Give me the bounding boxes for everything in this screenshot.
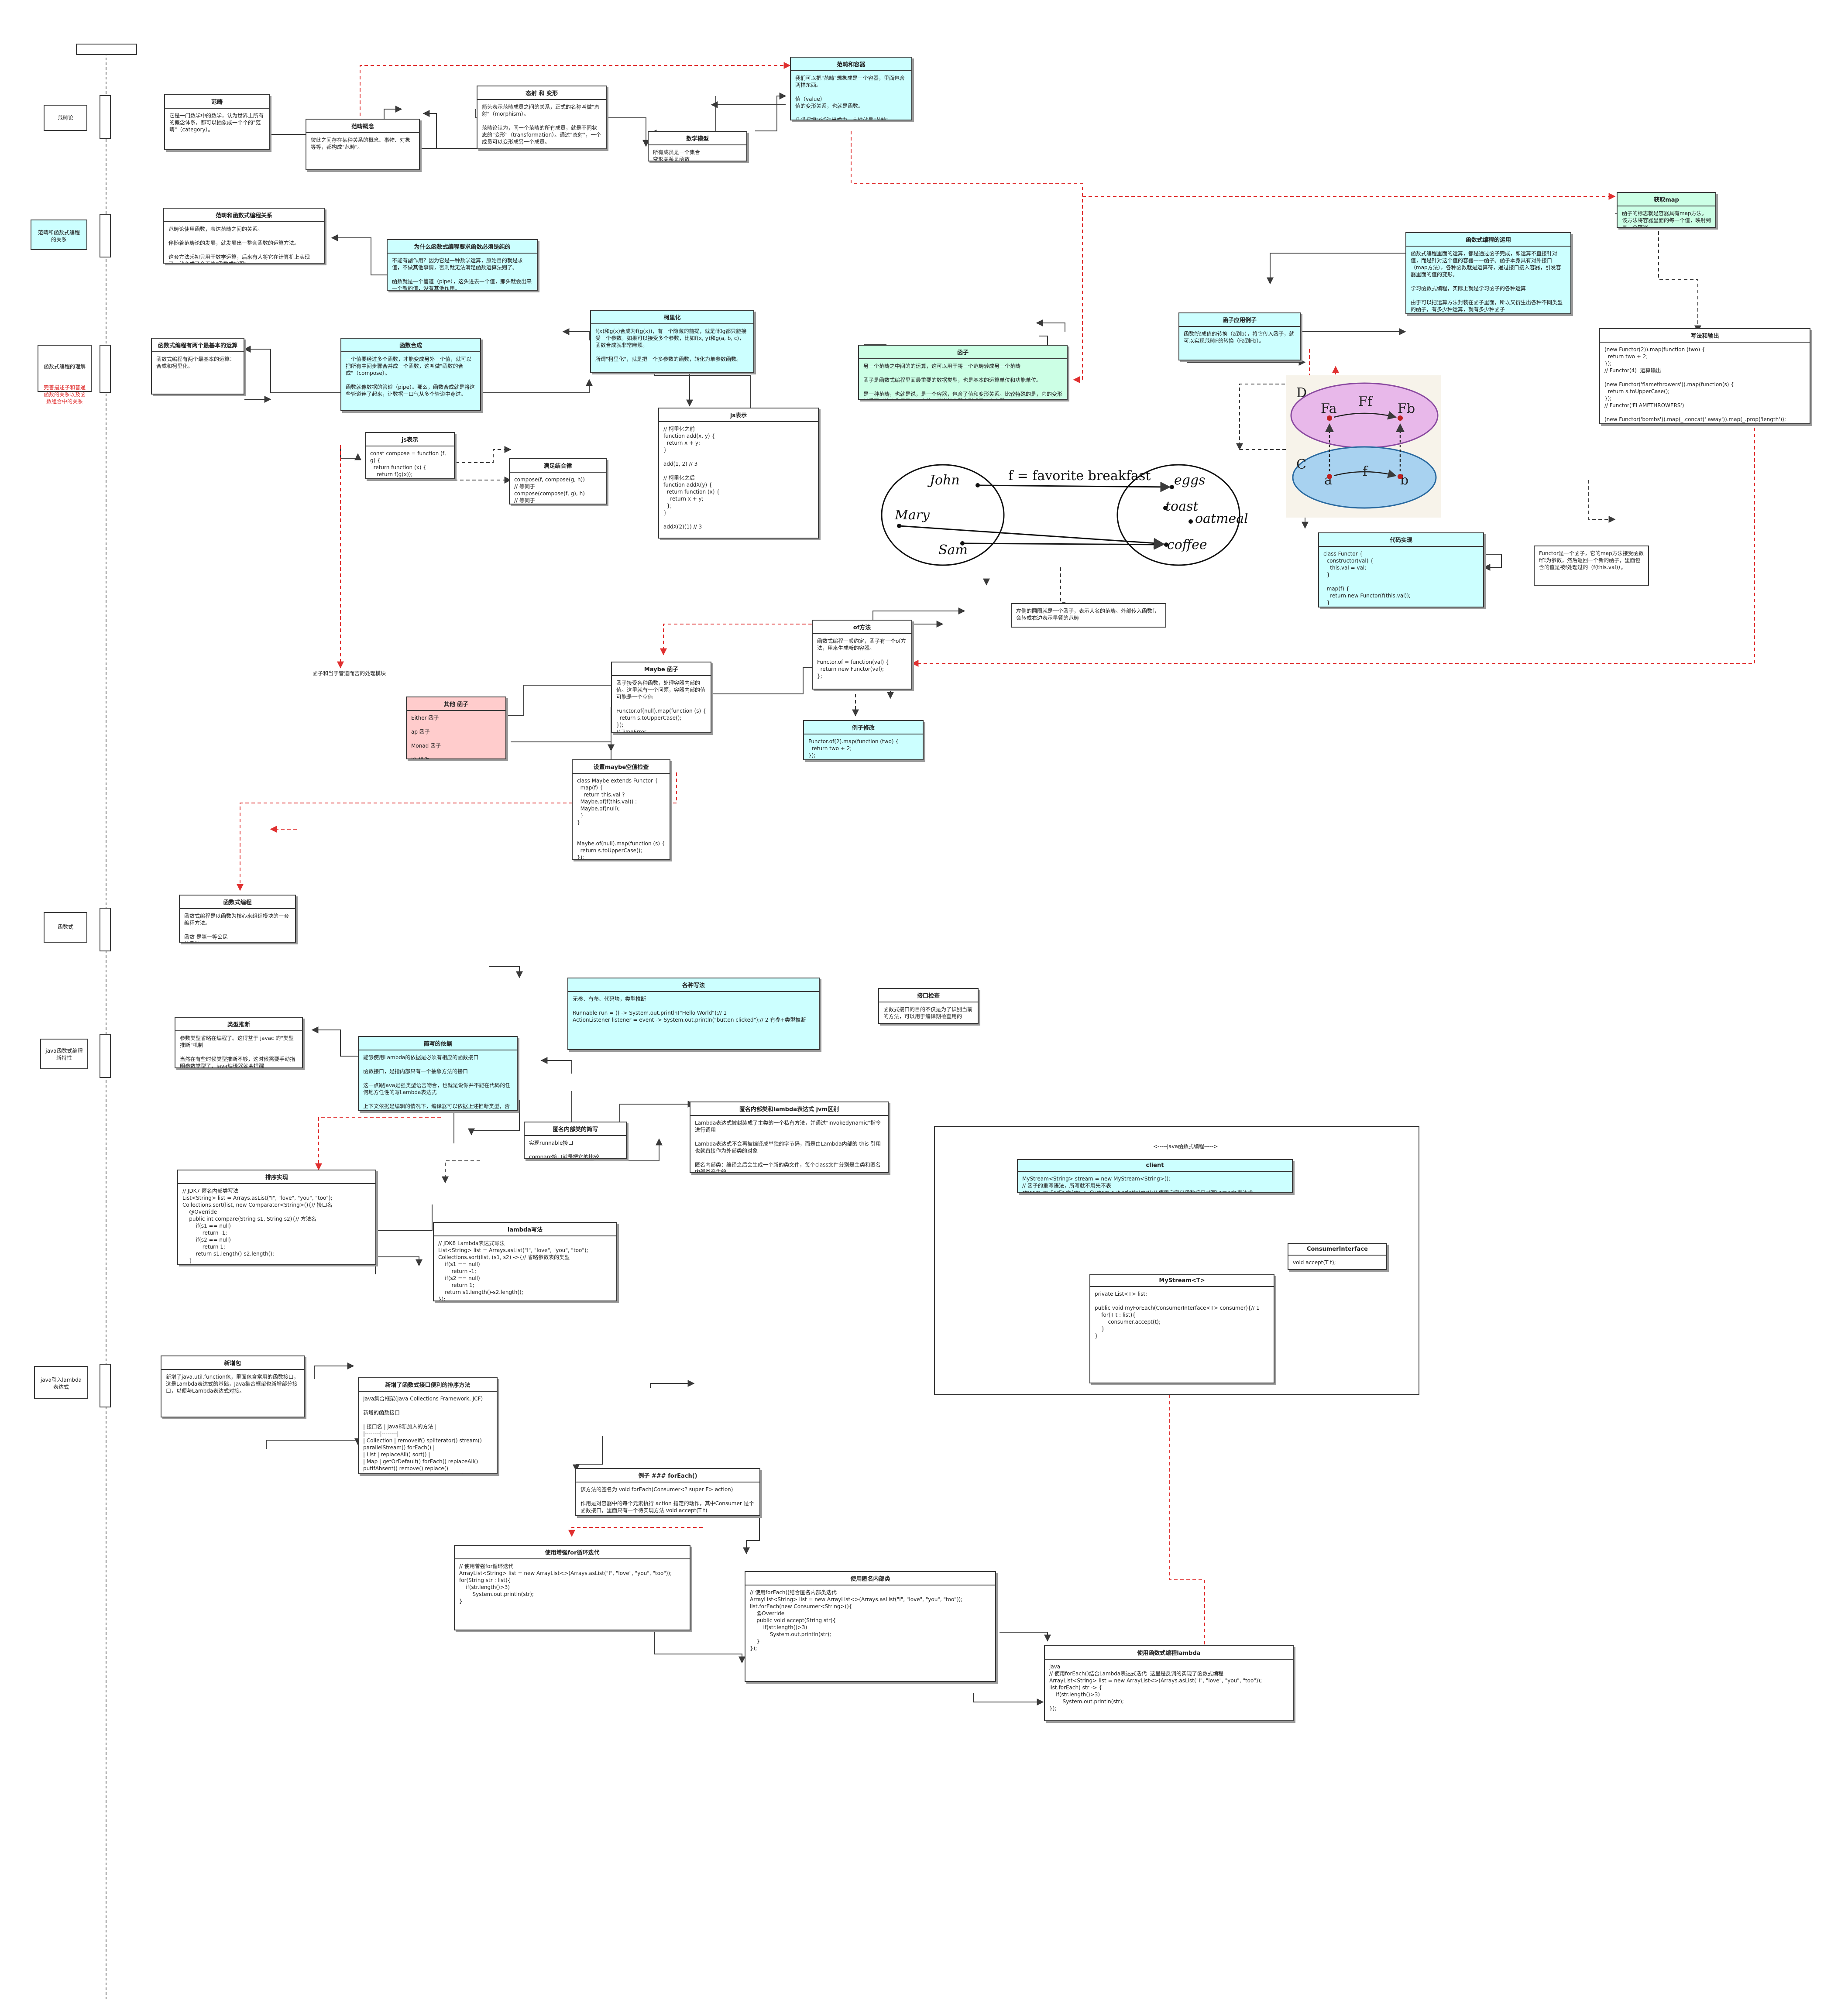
note-functor: Functor是一个函子，它的map方法接受函数f作为参数，然后返回一个新的函子… (1534, 546, 1649, 586)
box-why-pure[interactable]: 为什么函数式编程要求函数必须是纯的 不能有副作用？因为它是一种数学运算，原始目的… (387, 239, 538, 291)
header-box (76, 44, 137, 55)
box-hanshu-hecheng[interactable]: 函数合成 一个值要经过多个函数，才能变成另外一个值，就可以把所有中间步骤合并成一… (340, 338, 481, 411)
box-fanchou-fp-relation[interactable]: 范畴和函数式编程关系 范畴论使用函数，表达范畴之间的关系。 伴随着范畴论的发展，… (163, 208, 325, 264)
box-maybe[interactable]: Maybe 函子 函子接受各种函数，处理容器内部的值。这里就有一个问题，容器内部… (611, 662, 711, 733)
box-simple-fn[interactable]: 简写的依据 能够使用Lambda的依据是必须有相应的函数接口 函数接口，是指内部… (358, 1036, 518, 1111)
food-eggs: eggs (1174, 473, 1206, 488)
food-toast: toast (1165, 499, 1199, 514)
section-fp-understanding: 函数式编程的理解 完善描述子和普通函数的关系以及函数组合中的关系 (38, 345, 92, 405)
box-fanchou-rongqi[interactable]: 范畴和容器 我们可以把"范畴"想象成是一个容器，里面包含两样东西。 值（valu… (790, 57, 912, 120)
lifeline-marker-5 (100, 1034, 111, 1078)
box-jiehe-law[interactable]: 满足结合律 compose(f, compose(g, h)) // 等同于 c… (509, 458, 607, 504)
box-hanzi-eg[interactable]: 函子应用例子 函数f完成值的转换（a到b），将它传入函子，就可以实现范畴F的转换… (1178, 312, 1301, 360)
box-lambda-iter[interactable]: 使用函数式编程lambda java // 使用forEach()结合Lambd… (1044, 1645, 1294, 1721)
box-of-method[interactable]: of方法 函数式编程一般约定，函子有一个of方法，用来生成新的容器。 Funct… (812, 620, 912, 690)
box-other-hanzi[interactable]: 其他 函子 Either 函子 ap 函子 Monad 函子 IO 操作 (406, 697, 506, 759)
box-interface-check[interactable]: 接口检查 函数式接口的目的不仅是为了识别当前的方法，可以用于编译期检查用的 (878, 988, 979, 1024)
pipe-label: 函子和当于管道而言的处理模块 (313, 670, 386, 676)
box-consumer-interface[interactable]: ConsumerInterface void accept(T t); (1288, 1243, 1387, 1270)
box-shuxue-moxing[interactable]: 数学模型 所有成员是一个集合 变形关系是函数 (648, 131, 747, 161)
cat-label-C: C (1296, 457, 1306, 472)
box-daima-shixian[interactable]: 代码实现 class Functor { constructor(val) { … (1318, 532, 1484, 607)
person-mary: Mary (894, 508, 930, 523)
lifeline-marker-3 (100, 345, 111, 393)
box-kelihua[interactable]: 柯里化 f(x)和g(x)合成为f(g(x))，有一个隐藏的前提，就是f和g都只… (590, 310, 754, 373)
box-client[interactable]: client MyStream<String> stream = new MyS… (1017, 1159, 1293, 1193)
box-for-loop[interactable]: 使用增强for循环迭代 // 使用曾强for循环迭代 ArrayList<Str… (454, 1545, 690, 1630)
section-fanchoulun: 范畴论 (44, 105, 87, 131)
java-fp-frame-label: <-----java函数式编程-----> (1153, 1143, 1218, 1150)
box-js-currying[interactable]: js表示 // 柯里化之前 function add(x, y) { retur… (658, 408, 819, 539)
box-fanchou[interactable]: 范畴 它是一门数学中的数学，认为世界上所有的概念体系，都可以抽象成一个个的"范畴… (164, 94, 270, 150)
box-fp-two-ops[interactable]: 函数式编程有两个最基本的运算 函数式编程有两个最基本的运算：合成和柯里化。 (151, 338, 244, 395)
box-hanshushi-biancheng[interactable]: 函数式编程 函数式编程是以函数为核心来组织模块的一套编程方法。 函数 是第一等公… (179, 895, 296, 943)
food-oatmeal: oatmeal (1195, 511, 1248, 526)
cat-label-Fa: Fa (1321, 401, 1337, 416)
note-breakfast: 左侧的圆圈就是一个函子，表示人名的范畴。外部传入函数f，会转成右边表示早餐的范畴 (1011, 603, 1166, 628)
box-js-compose[interactable]: js表示 const compose = function (f, g) { r… (365, 432, 455, 479)
category-functor-illustration: D C Fa Ff Fb a f b (1286, 375, 1441, 518)
breakfast-title: f = favorite breakfast (1008, 468, 1151, 484)
section-fanchou-fp: 范畴和函数式编程的关系 (31, 220, 87, 250)
box-new-pkg[interactable]: 新增包 新增了java.util.function包，里面包含常用的函数接口，这… (161, 1355, 305, 1417)
box-all-writing[interactable]: 各种写法 无参、有参、代码块，类型推断 Runnable run = () ->… (567, 978, 820, 1050)
box-fanchou-gainian[interactable]: 范畴概念 彼此之间存在某种关系的概念、事物、对象等等，都构成"范畴"。 (306, 119, 420, 170)
box-hanzi[interactable]: 函子 另一个范畴之中间的的运算，这可以用于将一个范畴转成另一个范畴 函子是函数式… (858, 345, 1068, 400)
box-anon-inner[interactable]: 匿名内部类的简写 实现runnable接口 compare接口就是把它的比较 (524, 1122, 627, 1159)
lifeline-marker-6 (100, 1364, 111, 1407)
cat-label-Ff: Ff (1358, 394, 1373, 409)
box-jieshou-map[interactable]: 获取map 函子的标志就是容器具有map方法。该方法将容器里面的每一个值，映射到… (1617, 192, 1716, 228)
cat-label-D: D (1296, 385, 1307, 401)
box-hanzi-change[interactable]: 例子修改 Functor.of(2).map(function (two) { … (803, 720, 924, 760)
section-java-fp: java函数式编程新特性 (40, 1039, 88, 1069)
food-coffee: coffee (1167, 537, 1207, 552)
lifeline-marker-2 (100, 214, 111, 257)
box-lambda-sort[interactable]: lambda写法 // JDK8 Lambda表达式写法 List<String… (433, 1222, 617, 1301)
box-new-methods[interactable]: 新增了函数式接口便利的排序方法 Java集合框架(Java Collection… (358, 1377, 498, 1474)
section-hanshushi: 函数式 (44, 912, 87, 943)
box-taishe-bianxing[interactable]: 态射 和 变形 箭头表示范畴成员之间的关系，正式的名称叫做"态射"（morphi… (477, 86, 607, 149)
box-foreach-eg[interactable]: 例子 ### forEach() 该方法的签名为 void forEach(Co… (575, 1468, 760, 1516)
person-john: John (927, 473, 960, 488)
breakfast-mapping-illustration: f = favorite breakfast John Mary Sam egg… (881, 464, 1248, 566)
box-xiefa-out[interactable]: 写法和输出 (new Functor(2)).map(function (two… (1599, 328, 1810, 424)
section-java-lambda: java引入lambda表达式 (34, 1366, 88, 1399)
box-maybe-design[interactable]: 设置maybe空值检查 class Maybe extends Functor … (572, 759, 670, 860)
box-fp-usage[interactable]: 函数式编程的运用 函数式编程里面的运算，都是通过函子完成，即运算不直接针对值，而… (1405, 232, 1571, 314)
box-anon-iter[interactable]: 使用匿名内部类 // 使用forEach()结合匿名内部类迭代 ArrayLis… (745, 1571, 996, 1682)
box-mystream[interactable]: MyStream<T> private List<T> list; public… (1089, 1274, 1274, 1383)
cat-label-Fb: Fb (1398, 401, 1415, 416)
box-anon-vs-lambda[interactable]: 匿名内部类和lambda表达式 jvm区别 Lambda表达式被封装成了主类的一… (690, 1102, 889, 1173)
lifeline-marker-4 (100, 908, 111, 951)
box-types-infer[interactable]: 类型推断 参数类型省略在编程了。这得益于 javac 的"类型推断"机制 当然在… (175, 1017, 303, 1068)
box-sort-impl[interactable]: 排序实现 // JDK7 匿名内部类写法 List<String> list =… (177, 1170, 376, 1265)
lifeline-marker-1 (100, 95, 111, 139)
